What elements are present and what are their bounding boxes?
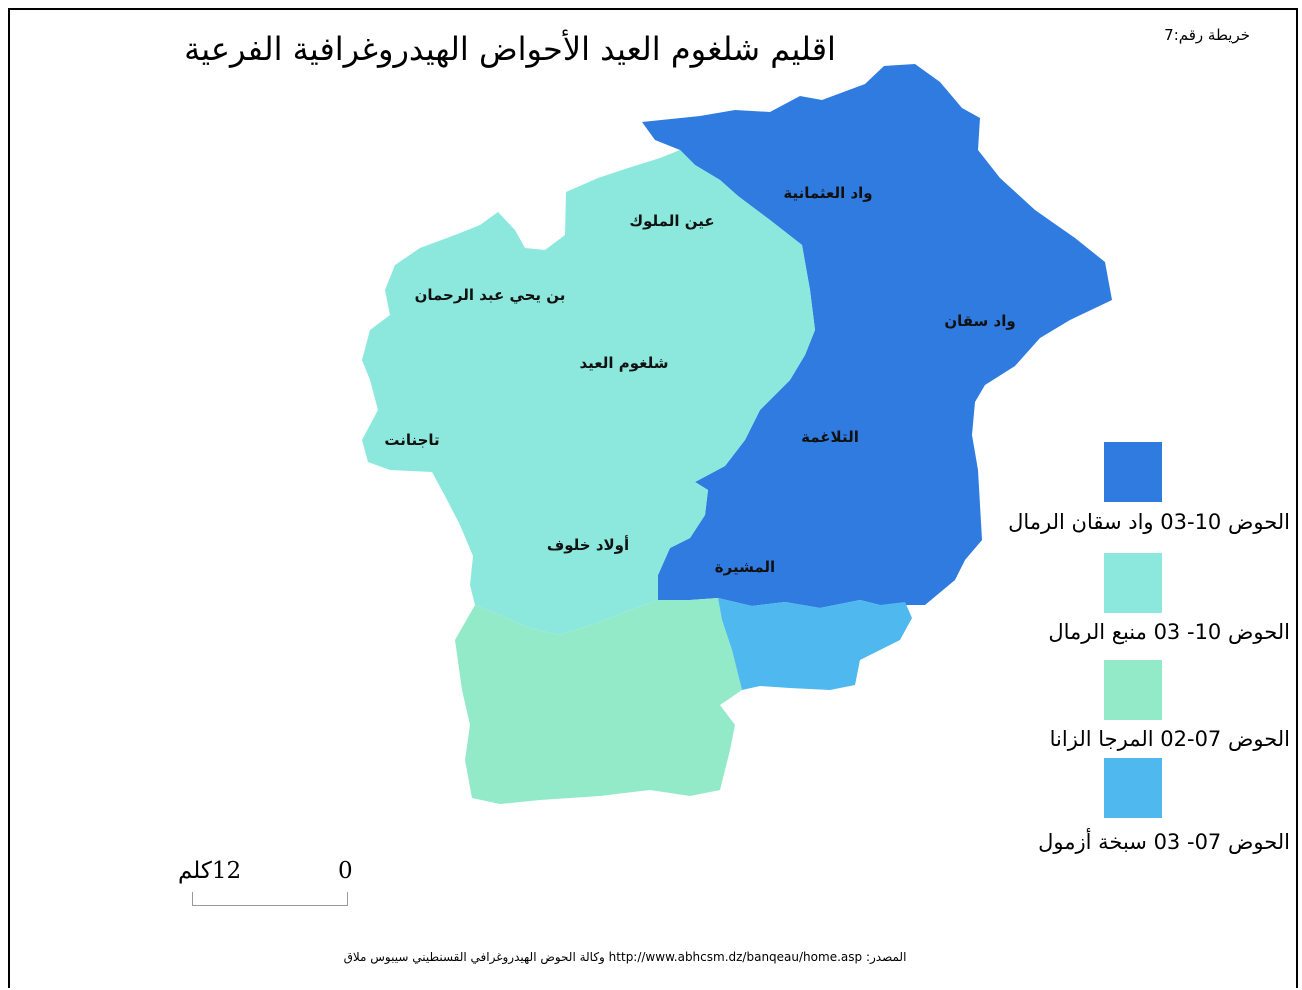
map-number: خريطة رقم:7: [1164, 26, 1250, 44]
place-label-benyahia-abderrahmane: بن يحي عبد الرحمان: [415, 286, 566, 304]
legend-label-basin-10-03-oued-seggan: الحوض 10-03 واد سقان الرمال: [1008, 510, 1290, 534]
scale-zero-label: 0: [338, 858, 353, 884]
legend-swatch-basin-07-03-sebkha-azmoul: [1104, 758, 1162, 818]
place-label-teleghma: التلاغمة: [801, 428, 859, 446]
place-label-oued-seggan: واد سقان: [944, 312, 1015, 330]
legend-label-basin-10-03-source: الحوض 10- 03 منبع الرمال: [1048, 620, 1290, 644]
source-note: المصدر: http://www.abhcsm.dz/banqeau/hom…: [343, 950, 907, 964]
place-label-ain-melouk: عين الملوك: [629, 212, 714, 230]
place-label-chelghoum-laid: شلغوم العيد: [580, 354, 669, 372]
region-basin-10-03-source: [362, 150, 815, 635]
legend-label-basin-07-03-sebkha-azmoul: الحوض 07- 03 سبخة أزمول: [1038, 830, 1290, 854]
legend-swatch-basin-07-02-merdja-zana: [1104, 660, 1162, 720]
region-basin-10-03-oued-seggan: [642, 64, 1112, 608]
scale-max-label: 12كلم: [178, 858, 242, 884]
map-title: اقليم شلغوم العيد الأحواض الهيدروغرافية …: [184, 30, 836, 68]
place-label-ouled-khalouf: أولاد خلوف: [547, 535, 629, 554]
legend-label-basin-07-02-merdja-zana: الحوض 07-02 المرجا الزانا: [1049, 727, 1290, 751]
place-label-tadjenanet: تاجنانت: [384, 431, 439, 449]
map-frame: [8, 8, 1298, 988]
scale-bar: [192, 892, 348, 906]
region-basin-07-02-merdja-zana: [455, 598, 742, 804]
legend-swatch-basin-10-03-oued-seggan: [1104, 442, 1162, 502]
place-label-oued-athmania: واد العثمانية: [783, 184, 872, 202]
legend-swatch-basin-10-03-source: [1104, 553, 1162, 613]
place-label-mechira: المشيرة: [715, 558, 775, 576]
region-basin-07-03-sebkha-azmoul: [718, 598, 912, 690]
